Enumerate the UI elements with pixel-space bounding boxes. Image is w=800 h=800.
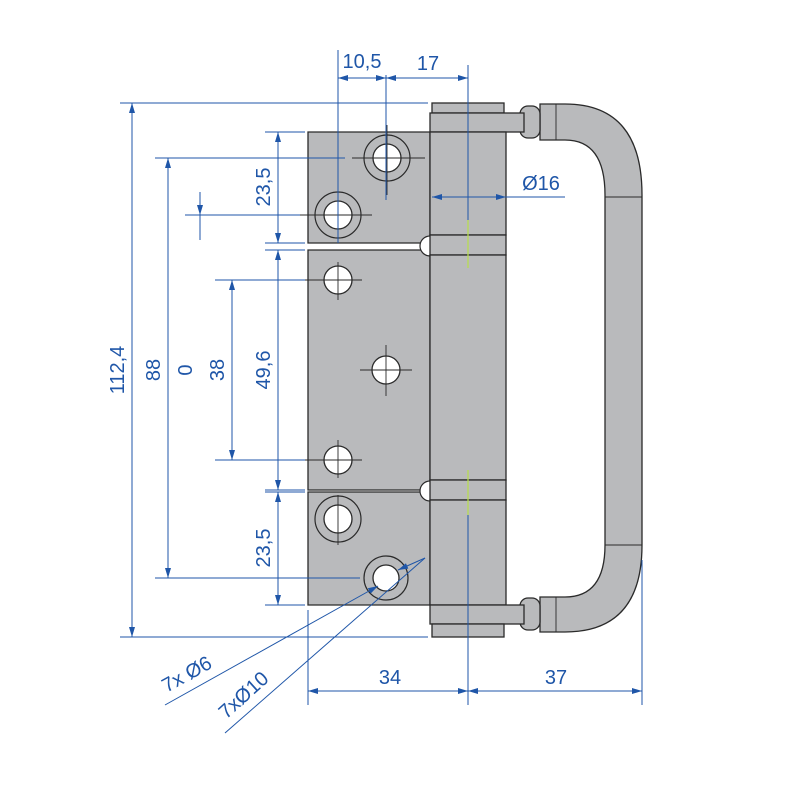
dim-hole-to-axis: 17 (417, 53, 439, 75)
holes (300, 125, 425, 601)
dim-plate-width: 34 (379, 667, 401, 689)
callout-small-holes: 7x Ø6 (158, 652, 215, 697)
hinge-barrel (429, 102, 525, 638)
dimension-lines (120, 50, 643, 734)
dim-center-zero: 0 (175, 364, 197, 375)
dim-middle-hole-span: 38 (207, 359, 229, 381)
dim-handle-depth: 37 (545, 667, 567, 689)
dim-barrel-diameter: Ø16 (522, 173, 560, 195)
dim-outer-hole-span: 88 (143, 359, 165, 381)
dim-lower-hole-pitch: 23,5 (253, 529, 275, 568)
handle (519, 103, 643, 633)
dim-middle-plate-height: 49,6 (253, 351, 275, 390)
dim-upper-hole-pitch: 23,5 (253, 168, 275, 207)
dim-hole-offset: 10,5 (343, 51, 382, 73)
dim-overall-height: 112,4 (107, 346, 129, 395)
callout-large-holes: 7xØ10 (215, 668, 274, 724)
